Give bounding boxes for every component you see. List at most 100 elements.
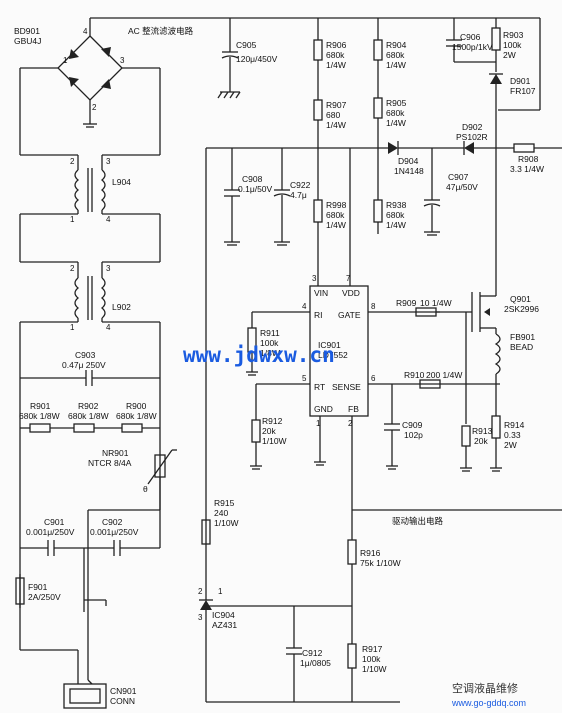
c909-value: 102p bbox=[404, 430, 423, 440]
pin-label: 6 bbox=[371, 374, 376, 383]
r907-label: R907 bbox=[326, 100, 347, 110]
r903-value1: 100k bbox=[503, 40, 522, 50]
pin-label: 3 bbox=[120, 56, 125, 65]
pin-label: 4 bbox=[302, 302, 307, 311]
r906-label: R906 bbox=[326, 40, 347, 50]
d902-label: D902 bbox=[462, 122, 483, 132]
r903-value2: 2W bbox=[503, 50, 516, 60]
r904-value1: 680k bbox=[386, 50, 405, 60]
d904-label: D904 bbox=[398, 156, 419, 166]
r913-label: R913 bbox=[472, 426, 493, 436]
c912-value: 1μ/0805 bbox=[300, 658, 331, 668]
d901-part: FR107 bbox=[510, 86, 536, 96]
c922-value: 4.7μ bbox=[290, 190, 307, 200]
r998-value2: 1/4W bbox=[326, 220, 346, 230]
ac-filter-title: AC 整流滤波电路 bbox=[128, 26, 194, 36]
r909-value: 10 1/4W bbox=[420, 298, 452, 308]
r915-value1: 240 bbox=[214, 508, 228, 518]
r910-label: R910 bbox=[404, 370, 425, 380]
d901-label: D901 bbox=[510, 76, 531, 86]
aux-rail bbox=[205, 141, 562, 600]
r915-label: R915 bbox=[214, 498, 235, 508]
pin-label: 3 bbox=[198, 613, 203, 622]
r906-value1: 680k bbox=[326, 50, 345, 60]
c908-label: C908 bbox=[242, 174, 263, 184]
theta-symbol: θ bbox=[143, 484, 148, 494]
c906-label: C906 bbox=[460, 32, 481, 42]
cn901-label: CN901 bbox=[110, 686, 137, 696]
resistor-column-r906-r907 bbox=[313, 18, 323, 286]
ic904-label: IC904 bbox=[212, 610, 235, 620]
pin-label: 7 bbox=[346, 274, 351, 283]
r917-label: R917 bbox=[362, 644, 383, 654]
pin-label: 3 bbox=[106, 264, 111, 273]
q901-label: Q901 bbox=[510, 294, 531, 304]
ic-sense-pin: SENSE bbox=[332, 382, 361, 392]
pin-label: 2 bbox=[348, 419, 353, 428]
capacitor-c907 bbox=[423, 148, 441, 236]
feedback-network bbox=[206, 509, 562, 703]
r902-value: 680k 1/8W bbox=[68, 411, 109, 421]
ic-ri-pin: RI bbox=[314, 310, 323, 320]
capacitor-c909 bbox=[384, 384, 400, 470]
c901-value: 0.001μ/250V bbox=[26, 527, 75, 537]
thermistor-nr901 bbox=[147, 449, 177, 510]
r904-value2: 1/4W bbox=[386, 60, 406, 70]
pin-label: 1 bbox=[316, 419, 321, 428]
r938-label: R938 bbox=[386, 200, 407, 210]
pin-label: 4 bbox=[106, 215, 111, 224]
pin-label: 5 bbox=[302, 374, 307, 383]
c902-label: C902 bbox=[102, 517, 123, 527]
c922-label: C922 bbox=[290, 180, 311, 190]
r998-label: R998 bbox=[326, 200, 347, 210]
gate-drive-q901 bbox=[415, 292, 501, 424]
bridge-rectifier-bd901 bbox=[20, 18, 160, 128]
r911-value1: 100k bbox=[260, 338, 279, 348]
cn901-part: CONN bbox=[110, 696, 135, 706]
resistor-r911 bbox=[246, 312, 258, 376]
r909-label: R909 bbox=[396, 298, 417, 308]
r914-label: R914 bbox=[504, 420, 525, 430]
r917-value2: 1/10W bbox=[362, 664, 387, 674]
r904-label: R904 bbox=[386, 40, 407, 50]
c907-value: 47μ/50V bbox=[446, 182, 478, 192]
r917-value1: 100k bbox=[362, 654, 381, 664]
r905-value2: 1/4W bbox=[386, 118, 406, 128]
r912-value1: 20k bbox=[262, 426, 276, 436]
pin-label: 8 bbox=[371, 302, 376, 311]
r906-value2: 1/4W bbox=[326, 60, 346, 70]
ic-gnd-pin: GND bbox=[314, 404, 333, 414]
r916-label: R916 bbox=[360, 548, 381, 558]
c912-label: C912 bbox=[302, 648, 323, 658]
r908-label: R908 bbox=[518, 154, 539, 164]
r903-label: R903 bbox=[503, 30, 524, 40]
l904-label: L904 bbox=[112, 177, 131, 187]
r905-value1: 680k bbox=[386, 108, 405, 118]
r915-value2: 1/10W bbox=[214, 518, 239, 528]
r998-value1: 680k bbox=[326, 210, 345, 220]
d904-part: 1N4148 bbox=[394, 166, 424, 176]
fuse-f901 bbox=[15, 574, 25, 608]
r912-value2: 1/10W bbox=[262, 436, 287, 446]
resistors-r913-r914 bbox=[460, 415, 502, 472]
pin-label: 3 bbox=[106, 157, 111, 166]
pin-label: 1 bbox=[218, 587, 223, 596]
fb901-part: BEAD bbox=[510, 342, 533, 352]
ic-vdd-pin: VDD bbox=[342, 288, 360, 298]
bd901-part: GBU4J bbox=[14, 36, 41, 46]
resistor-r912 bbox=[250, 383, 290, 470]
ic-gate-pin: GATE bbox=[338, 310, 361, 320]
r900-label: R900 bbox=[126, 401, 147, 411]
pin-label: 2 bbox=[70, 157, 75, 166]
c909-label: C909 bbox=[402, 420, 423, 430]
nr901-label: NR901 bbox=[102, 448, 129, 458]
capacitor-c903 bbox=[20, 370, 160, 386]
r901-label: R901 bbox=[30, 401, 51, 411]
r908-value: 3.3 1/4W bbox=[510, 164, 544, 174]
capacitors-c908-c922 bbox=[224, 148, 291, 246]
r900-value: 680k 1/8W bbox=[116, 411, 157, 421]
drive-output-title: 驱动输出电路 bbox=[392, 516, 444, 526]
ic-vin-pin: VIN bbox=[314, 288, 328, 298]
